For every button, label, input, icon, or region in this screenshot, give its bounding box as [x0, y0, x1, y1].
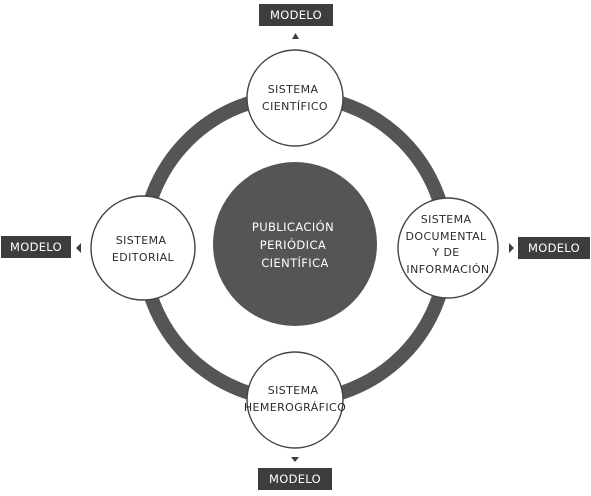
- node-label-bottom: SISTEMA HEMEROGRÁFICO: [244, 384, 346, 414]
- triangle-right-icon: [509, 243, 514, 253]
- node-sistema-editorial: SISTEMA EDITORIAL: [90, 195, 196, 301]
- model-box-top: MODELO: [259, 4, 333, 26]
- triangle-down-icon: [291, 457, 299, 462]
- model-label-bottom: MODELO: [269, 472, 321, 486]
- model-label-left: MODELO: [10, 240, 62, 254]
- center-circle: [213, 162, 377, 326]
- triangle-up-icon: [292, 33, 299, 39]
- node-right-line-3: Y DE: [431, 246, 459, 259]
- node-label-top: SISTEMA CIENTÍFICO: [262, 83, 328, 113]
- center-label-line-2: PERIÓDICA: [260, 237, 326, 252]
- model-box-bottom: MODELO: [258, 468, 332, 490]
- node-sistema-documental: SISTEMA DOCUMENTAL Y DE INFORMACIÓN: [397, 197, 499, 299]
- node-left-line-1: SISTEMA: [116, 234, 167, 247]
- model-box-left: MODELO: [1, 236, 71, 258]
- node-right-line-2: DOCUMENTAL: [406, 230, 488, 243]
- node-circle-bottom: [246, 351, 344, 449]
- model-label-top: MODELO: [270, 8, 322, 22]
- node-bottom-line-1: SISTEMA: [268, 384, 319, 397]
- node-label-left: SISTEMA EDITORIAL: [112, 234, 175, 264]
- center-label: PUBLICACIÓN PERIÓDICA CIENTÍFICA: [252, 219, 338, 270]
- node-bottom-line-2: HEMEROGRÁFICO: [244, 401, 346, 414]
- center-label-line-1: PUBLICACIÓN: [252, 219, 334, 234]
- node-top-line-2: CIENTÍFICO: [262, 100, 328, 113]
- node-left-line-2: EDITORIAL: [112, 251, 175, 264]
- node-right-line-1: SISTEMA: [421, 213, 472, 226]
- node-circle-top: [246, 49, 344, 147]
- node-right-line-4: INFORMACIÓN: [406, 263, 489, 276]
- node-circle-left: [90, 195, 196, 301]
- node-circle-right: [397, 197, 499, 299]
- node-sistema-hemerografico: SISTEMA HEMEROGRÁFICO: [244, 351, 346, 449]
- node-top-line-1: SISTEMA: [268, 83, 319, 96]
- model-label-right: MODELO: [528, 241, 580, 255]
- node-label-right: SISTEMA DOCUMENTAL Y DE INFORMACIÓN: [406, 213, 491, 276]
- triangle-left-icon: [76, 243, 81, 253]
- node-sistema-cientifico: SISTEMA CIENTÍFICO: [246, 49, 344, 147]
- center-label-line-3: CIENTÍFICA: [261, 255, 329, 270]
- model-box-right: MODELO: [518, 237, 590, 259]
